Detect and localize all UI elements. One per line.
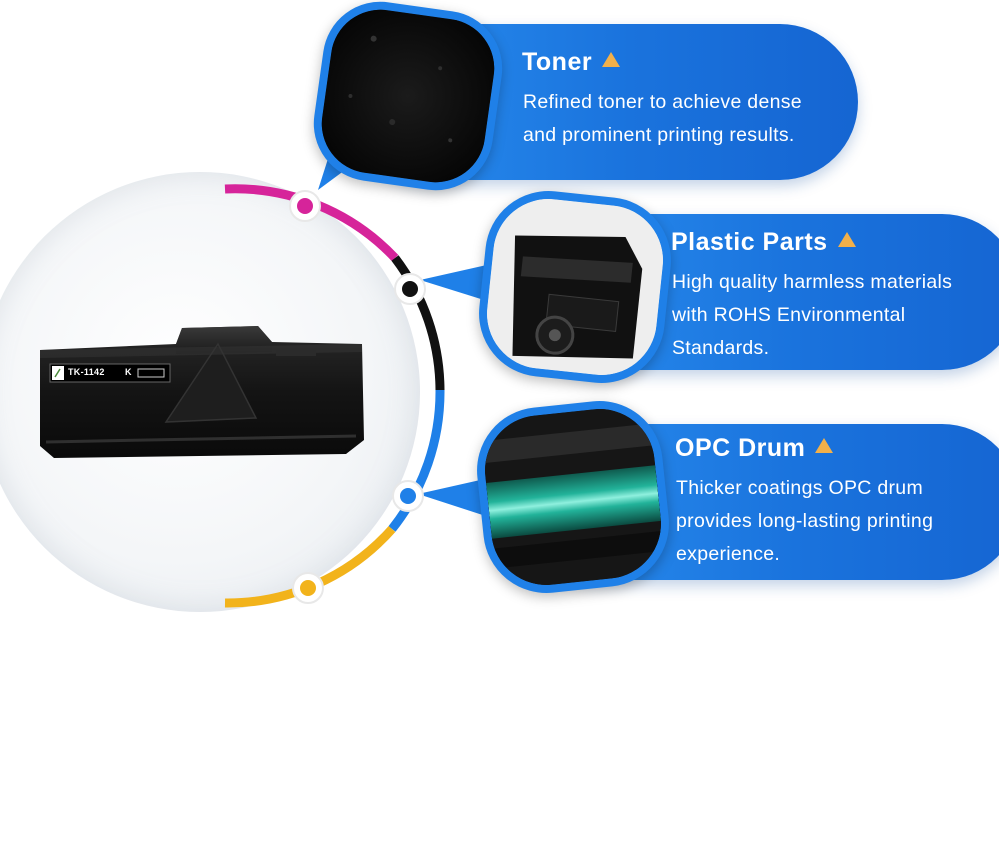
feature-line: and prominent printing results. [523, 124, 795, 146]
feature-title-toner: Toner [522, 48, 593, 76]
triangle-icon [815, 438, 834, 453]
feature-line: Thicker coatings OPC drum [676, 477, 923, 499]
plastic-parts-icon [472, 184, 678, 390]
feature-title-plastic-parts: Plastic Parts [671, 228, 828, 256]
feature-line: Standards. [672, 337, 770, 359]
feature-line: High quality harmless materials [672, 271, 953, 293]
feature-line: provides long-lasting printing [676, 510, 934, 532]
triangle-icon [837, 232, 856, 247]
toner-powder-icon [306, 0, 510, 198]
cartridge-color-label: K [125, 367, 132, 377]
feature-line: with ROHS Environmental [672, 304, 906, 326]
feature-title-opc-drum: OPC Drum [675, 434, 806, 462]
feature-line: Refined toner to achieve dense [523, 91, 802, 113]
triangle-icon [602, 52, 621, 67]
opc-drum-icon [470, 394, 676, 600]
toner-cartridge-image: TK-1142 K [36, 322, 366, 462]
cartridge-model-label: TK-1142 [68, 367, 105, 377]
feature-line: experience. [676, 543, 781, 565]
